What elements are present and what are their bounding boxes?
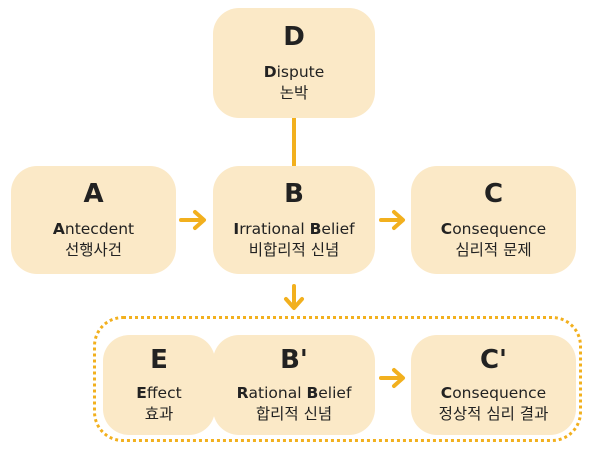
label-initial: C	[440, 384, 453, 402]
node-rational-belief: B' Rational Belief 합리적 신념	[213, 335, 375, 435]
node-english-label: Irrational Belief	[233, 219, 354, 239]
arrow-b-c	[379, 210, 405, 230]
arrow-a-b	[179, 210, 206, 230]
node-korean-label: 정상적 심리 결과	[438, 405, 549, 423]
node-letter: C'	[479, 345, 508, 375]
label-initial: I	[233, 220, 240, 238]
node-consequence-prime: C' Consequence 정상적 심리 결과	[411, 335, 576, 435]
node-antecedent: A Antecdent 선행사건	[11, 166, 176, 274]
node-english-label: Consequence	[441, 219, 546, 239]
node-letter: B'	[280, 345, 308, 375]
label-rest: elief	[318, 384, 352, 402]
node-letter: B	[284, 179, 304, 209]
node-korean-label: 효과	[144, 405, 174, 423]
node-korean-label: 논박	[279, 84, 309, 102]
label-mid: ational	[248, 384, 307, 402]
label-initial: C	[440, 220, 453, 238]
label-initial: R	[236, 384, 249, 402]
label-rest: ffect	[146, 384, 182, 402]
label-rest: onsequence	[452, 220, 547, 238]
label-mid: rrational	[239, 220, 310, 238]
node-english-label: Effect	[136, 383, 181, 403]
label-rest: ispute	[276, 63, 325, 81]
node-korean-label: 선행사건	[64, 241, 123, 259]
label-rest: ntecdent	[64, 220, 135, 238]
node-english-label: Antecdent	[53, 219, 134, 239]
node-irrational-belief: B Irrational Belief 비합리적 신념	[213, 166, 375, 274]
label-initial-2: B	[309, 220, 322, 238]
node-english-label: Dispute	[264, 62, 325, 82]
label-initial: E	[136, 384, 147, 402]
node-letter: E	[150, 345, 168, 375]
label-initial: A	[52, 220, 65, 238]
node-consequence: C Consequence 심리적 문제	[411, 166, 576, 274]
arrow-bp-cp	[379, 368, 405, 388]
label-rest: elief	[321, 220, 355, 238]
arrow-b-down	[284, 284, 304, 310]
effect-group-frame	[93, 316, 582, 442]
label-initial: D	[263, 63, 277, 81]
label-initial-2: B	[306, 384, 319, 402]
node-korean-label: 비합리적 신념	[248, 241, 340, 259]
node-korean-label: 심리적 문제	[455, 241, 532, 259]
node-letter: D	[283, 22, 305, 52]
node-dispute: D Dispute 논박	[213, 8, 375, 118]
node-english-label: Consequence	[441, 383, 546, 403]
label-rest: onsequence	[452, 384, 547, 402]
node-effect: E Effect 효과	[103, 335, 215, 435]
node-english-label: Rational Belief	[237, 383, 352, 403]
node-letter: C	[483, 179, 504, 209]
node-korean-label: 합리적 신념	[255, 405, 333, 423]
node-letter: A	[83, 179, 104, 209]
